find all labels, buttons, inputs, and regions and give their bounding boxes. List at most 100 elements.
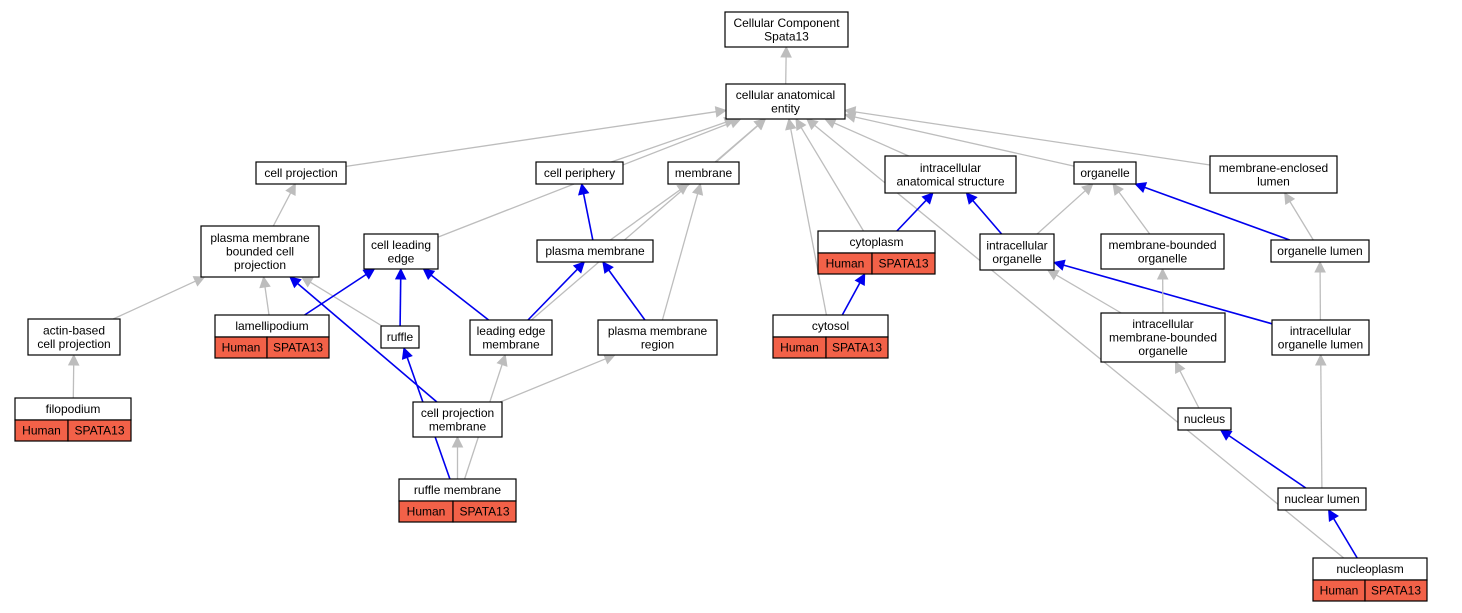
node-label: ruffle: [387, 330, 414, 344]
arrowhead-icon: [289, 276, 302, 289]
annotation-species: Human: [22, 424, 61, 438]
annotation-species: Human: [826, 257, 865, 271]
edge-cytosol-to-cytoplasm: [841, 273, 866, 316]
node-label: cell projection: [421, 406, 494, 420]
part-of-edge: [399, 278, 402, 327]
part-of-edge: [841, 282, 861, 316]
is-a-edge: [1289, 201, 1314, 241]
edge-pmbcp-to-cellproj: [272, 183, 296, 227]
arrowhead-icon: [824, 117, 837, 129]
is-a-edge: [610, 121, 726, 163]
is-a-edge: [309, 281, 383, 327]
edge-lamel-to-cle: [304, 268, 376, 316]
edge-ruffle-to-cle: [394, 267, 407, 327]
node-label: organelle lumen: [1277, 244, 1362, 258]
edge-pm-to-cellperiph: [577, 182, 594, 241]
edge-lamel-to-pmbcp: [259, 275, 271, 316]
node-label: entity: [771, 101, 800, 115]
node-box: [536, 239, 654, 263]
node-label: nuclear lumen: [1284, 492, 1359, 506]
part-of-edge: [582, 193, 594, 241]
is-a-edge: [272, 192, 292, 227]
edge-mbo-to-organelle: [1112, 183, 1151, 235]
annotation-species: Human: [780, 341, 819, 355]
arrowhead-icon: [496, 353, 508, 367]
annotation-gene-cell: [452, 500, 517, 523]
arrowhead-icon: [1112, 183, 1124, 196]
node-ruffle: ruffle: [380, 325, 420, 349]
part-of-edge: [972, 200, 1003, 235]
node-box: [363, 233, 439, 270]
annotation-gene: SPATA13: [1371, 584, 1421, 598]
part-of-edge: [1333, 518, 1358, 559]
arrowhead-icon: [67, 353, 80, 366]
node-box: [725, 83, 846, 120]
node-label: intracellular: [1290, 324, 1351, 338]
arrowhead-icon: [394, 267, 407, 280]
node-box: [469, 319, 553, 356]
edge-imbo-to-mbo: [1156, 267, 1169, 314]
annotation-species: Human: [1320, 584, 1359, 598]
node-box: [724, 11, 849, 48]
node-label: plasma membrane: [545, 244, 645, 258]
part-of-edge: [1144, 186, 1290, 241]
edge-ol-to-mel: [1284, 192, 1314, 241]
edge-pmr-to-pm: [602, 261, 646, 321]
arrowhead-icon: [753, 118, 766, 131]
edge-abcp-to-pmbcp: [112, 276, 206, 320]
part-of-edge: [1228, 434, 1307, 489]
node-label: cellular anatomical: [736, 88, 835, 102]
edge-lem-to-cle: [422, 268, 490, 321]
node-label: anatomical structure: [896, 174, 1004, 188]
edge-filo-to-abcp: [67, 353, 80, 399]
arrowhead-icon: [965, 192, 978, 205]
node-pm: plasma membrane: [536, 239, 654, 263]
arrowhead-icon: [300, 276, 314, 288]
annotation-gene-cell: [871, 252, 936, 275]
edge-nl-to-iol: [1314, 353, 1327, 489]
arrowhead-icon: [451, 435, 464, 448]
annotation-gene: SPATA13: [832, 341, 882, 355]
part-of-edge: [527, 268, 578, 321]
node-label: ruffle membrane: [414, 483, 501, 497]
arrowhead-icon: [1174, 361, 1186, 375]
node-label: cytosol: [812, 319, 849, 333]
arrowhead-icon: [572, 261, 586, 274]
is-a-edge: [833, 122, 909, 157]
node-label: organelle lumen: [1278, 337, 1363, 351]
is-a-edge: [1118, 191, 1151, 235]
edge-imbo-to-ico: [1046, 269, 1122, 314]
is-a-edge: [661, 193, 699, 321]
edge-iol-to-ico: [1052, 259, 1273, 325]
is-a-edge: [1320, 364, 1323, 489]
node-box: [255, 161, 347, 185]
node-label: plasma membrane: [210, 231, 310, 245]
annotation-gene: SPATA13: [459, 505, 509, 519]
is-a-edge: [499, 358, 606, 403]
node-label: cell projection: [37, 337, 110, 351]
node-box: [1177, 407, 1232, 431]
node-box: [884, 155, 1017, 194]
is-a-edge: [1036, 190, 1086, 235]
is-a-edge: [264, 286, 270, 316]
edge-mel-to-cae: [843, 106, 1211, 166]
arrowhead-icon: [1314, 353, 1327, 366]
annotation-species: Human: [407, 505, 446, 519]
node-box: [27, 318, 121, 356]
node-box: [380, 325, 420, 349]
node-label: plasma membrane: [608, 324, 708, 338]
node-label: Cellular Component: [733, 16, 840, 30]
is-a-edge: [609, 189, 681, 241]
node-label: edge: [388, 251, 415, 265]
edge-cae-to-root: [780, 45, 792, 85]
is-a-edge: [854, 116, 1075, 167]
